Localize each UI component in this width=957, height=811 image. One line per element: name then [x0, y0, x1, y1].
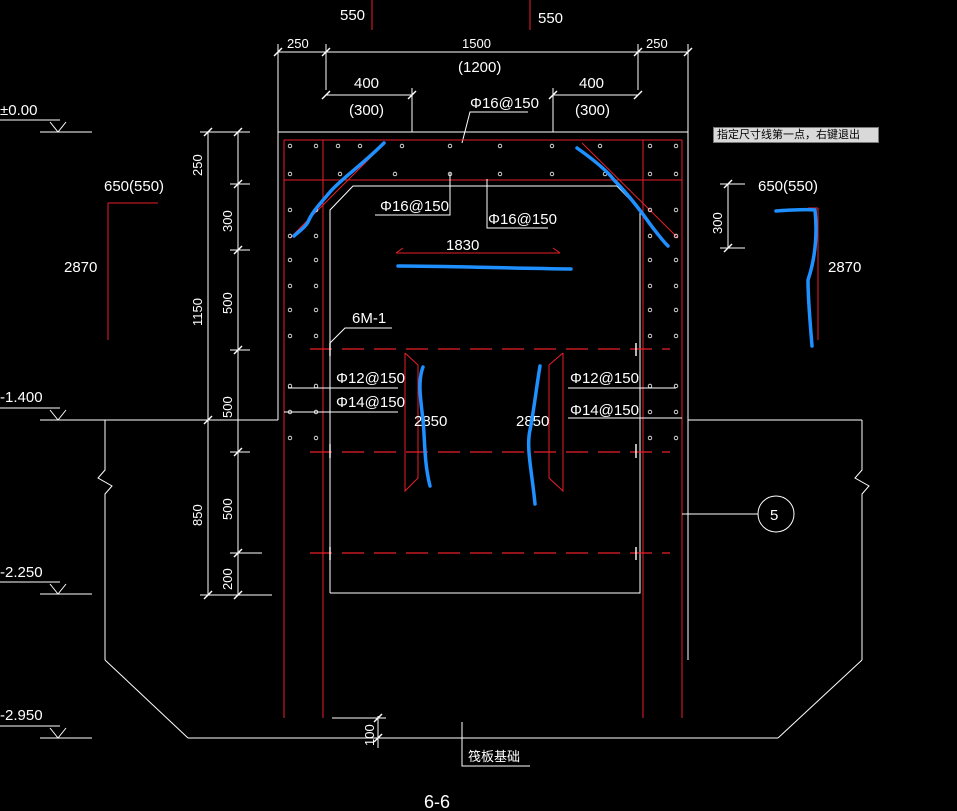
- dim-300-right: (300): [575, 102, 610, 119]
- dim-250-left: 250: [287, 36, 309, 51]
- dim-400-right: 400: [579, 75, 604, 92]
- leader-foundation: [461, 722, 530, 767]
- dimension-row-2: [321, 88, 643, 132]
- leader-top-slab: [461, 111, 528, 144]
- stirrup-length-left: 2850: [414, 413, 447, 430]
- dim-300-left: (300): [349, 102, 384, 119]
- foundation-label: 筏板基础: [468, 749, 520, 764]
- structure-outline: [97, 131, 870, 739]
- right-bar-height: 2870: [828, 259, 861, 276]
- elevation-0: ±0.00: [0, 102, 37, 119]
- rebar-wall-left-2: Φ14@150: [336, 394, 405, 411]
- callout-number: 5: [770, 507, 778, 524]
- leader-haunch-left: [375, 173, 451, 216]
- rebar-haunch-right: Φ16@150: [488, 211, 557, 228]
- elevation-marker-1: [0, 407, 105, 421]
- blue-markup: [292, 141, 818, 506]
- command-prompt-tooltip: 指定尺寸线第一点，右键退出: [713, 127, 879, 143]
- elevation-2950: -2.950: [0, 707, 43, 724]
- rebar-wall-left-1: Φ12@150: [336, 370, 405, 387]
- dashed-rebar-lines: [310, 348, 670, 554]
- dim-100: 100: [362, 724, 377, 746]
- dim-250-right: 250: [646, 36, 668, 51]
- dim-1150: 1150: [190, 298, 205, 326]
- top-dim-left: 550: [340, 7, 365, 24]
- command-prompt-text: 指定尺寸线第一点，右键退出: [717, 129, 860, 141]
- dim-seg-500-b: 500: [220, 396, 235, 418]
- dim-seg-300: 300: [220, 210, 235, 232]
- dim-1200: (1200): [458, 59, 501, 76]
- section-title: 6-6: [424, 792, 450, 811]
- right-bar-width: 650(550): [758, 178, 818, 195]
- rebar-haunch-left: Φ16@150: [380, 198, 449, 215]
- rebar-wall-right-1: Φ12@150: [570, 370, 639, 387]
- elevation-2250: -2.250: [0, 564, 43, 581]
- dim-1830: 1830: [446, 237, 479, 254]
- top-dim-right: 550: [538, 10, 563, 27]
- dim-1500: 1500: [462, 36, 491, 51]
- callout-circle: [757, 495, 795, 533]
- right-hook-dimension: [720, 179, 745, 253]
- rebar-lines: [107, 139, 819, 718]
- left-vertical-dimension-lines: [200, 127, 272, 600]
- dim-seg-250: 250: [190, 154, 205, 176]
- dim-400-left: 400: [354, 75, 379, 92]
- elevation-1400: -1.400: [0, 389, 43, 406]
- bottom-dimension-100: [332, 713, 386, 748]
- dim-850: 850: [190, 504, 205, 526]
- dim-seg-200: 200: [220, 568, 235, 590]
- dimension-row-1: [273, 44, 693, 132]
- rebar-wall-right-2: Φ14@150: [570, 402, 639, 419]
- elevation-marker-2: [0, 581, 92, 595]
- dim-seg-500-c: 500: [220, 498, 235, 520]
- elevation-marker-0: [0, 119, 92, 133]
- short-white-bars: [329, 343, 637, 560]
- left-bar-height: 2870: [64, 259, 97, 276]
- left-bar-width: 650(550): [104, 178, 164, 195]
- rebar-top-slab: Φ16@150: [470, 95, 539, 112]
- leader-haunch-right: [486, 179, 548, 229]
- marker-6m1: 6M-1: [352, 310, 386, 327]
- right-bar-hook: 300: [710, 212, 725, 234]
- dim-seg-500-a: 500: [220, 292, 235, 314]
- leader-6m1: [329, 327, 392, 344]
- elevation-marker-3: [0, 725, 92, 739]
